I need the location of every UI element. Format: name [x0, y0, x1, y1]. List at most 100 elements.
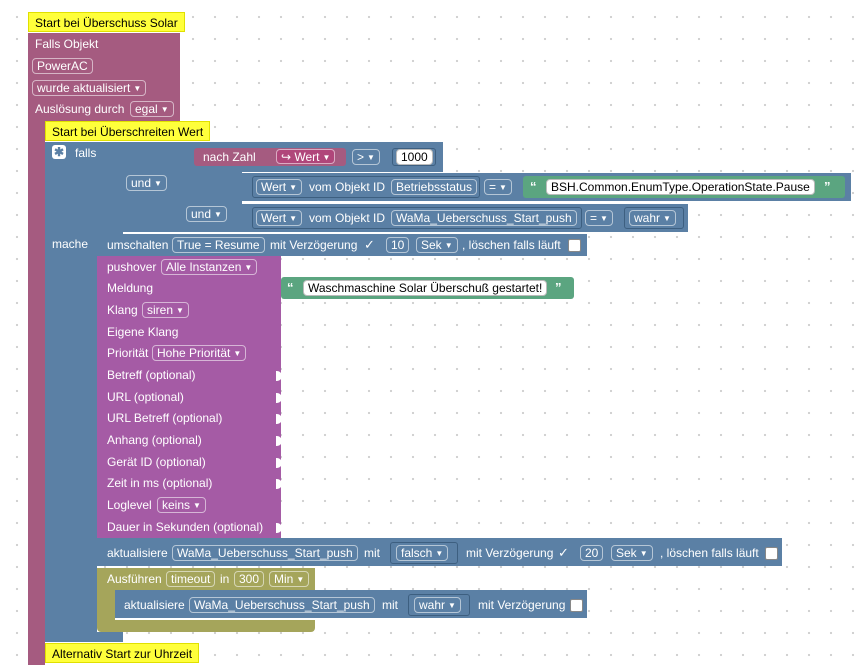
- umschalten-block[interactable]: [97, 234, 587, 256]
- mit-verzoegerung-label-3: mit Verzögerung: [478, 598, 566, 612]
- variable-wert-dropdown[interactable]: ↪ Wert▼: [276, 149, 336, 164]
- object-id-betriebsstatus[interactable]: Betriebsstatus: [391, 179, 478, 195]
- quote-close-icon: ”: [824, 179, 831, 194]
- und-dropdown-2[interactable]: und▼: [186, 206, 227, 222]
- object-id-update-2[interactable]: WaMa_Ueberschuss_Start_push: [189, 597, 375, 613]
- operator-eq-dropdown-3[interactable]: =▼: [585, 210, 613, 226]
- bool-block-wahr-2[interactable]: [408, 594, 470, 616]
- comment-threshold[interactable]: Start bei Überschreiten Wert: [45, 121, 211, 141]
- chevron-down-icon: ▼: [154, 179, 162, 188]
- timeout-block-foot: [97, 620, 315, 632]
- checkbox-delay-1[interactable]: ✓: [364, 237, 375, 252]
- get-value-block-3[interactable]: [252, 207, 582, 229]
- wert-dropdown-3[interactable]: Wert▼: [256, 210, 303, 226]
- checkbox-loeschen-1[interactable]: [568, 239, 581, 253]
- bool-label-wahr-2: wahr: [419, 598, 446, 612]
- operator-eq-dropdown-2[interactable]: =▼: [484, 179, 512, 195]
- bool-block-wahr[interactable]: [624, 207, 684, 229]
- number-input[interactable]: 1000: [396, 149, 433, 165]
- nach-zahl-label: nach Zahl: [203, 150, 256, 164]
- und-block-inner[interactable]: [182, 172, 242, 232]
- chevron-down-icon: ▼: [160, 105, 169, 114]
- time-unit-label: Min: [274, 572, 294, 586]
- vom-objekt-label-2: vom Objekt ID: [309, 180, 386, 194]
- loglevel-dropdown[interactable]: keins▼: [157, 497, 206, 513]
- pushover-block[interactable]: [97, 256, 281, 538]
- mache-label: mache: [52, 237, 89, 251]
- delay-input-2[interactable]: 20: [580, 545, 604, 561]
- trigger-block[interactable]: [28, 33, 180, 121]
- priority-dropdown[interactable]: Hohe Priorität▼: [152, 345, 247, 361]
- bool-dropdown-wahr-2[interactable]: wahr▼: [414, 597, 461, 613]
- field-loglevel: Loglevel: [107, 498, 152, 512]
- pushover-instance-dropdown[interactable]: Alle Instanzen▼: [161, 259, 258, 275]
- comment-alternative-time[interactable]: Alternativ Start zur Uhrzeit: [45, 643, 200, 663]
- mit-verzoegerung-label-2: mit Verzögerung: [466, 546, 554, 560]
- field-dauer: Dauer in Sekunden (optional): [107, 520, 264, 534]
- input-notch: [276, 414, 282, 424]
- checkbox-delay-3[interactable]: [570, 599, 583, 613]
- bool-block-falsch[interactable]: [390, 542, 458, 564]
- time-unit-dropdown[interactable]: Min▼: [269, 571, 310, 587]
- ausloesung-dropdown[interactable]: egal▼: [130, 101, 174, 117]
- unit-label-1: Sek: [421, 238, 442, 252]
- trigger-block-spine: [28, 121, 45, 665]
- chevron-down-icon: ▼: [448, 601, 456, 610]
- wert-label-2: Wert: [261, 180, 287, 194]
- checkbox-delay-2[interactable]: ✓: [558, 545, 569, 560]
- vom-objekt-label-3: vom Objekt ID: [309, 211, 386, 225]
- timeout-block-spine: [97, 590, 115, 622]
- operator-gt-dropdown[interactable]: >▼: [352, 149, 380, 165]
- message-input[interactable]: Waschmaschine Solar Überschuß gestartet!: [303, 280, 548, 296]
- field-meldung: Meldung: [107, 281, 154, 295]
- in-label: in: [220, 572, 230, 586]
- field-zeit-ms: Zeit in ms (optional): [107, 476, 213, 490]
- mit-label-2: mit: [382, 598, 398, 612]
- delay-input-1[interactable]: 10: [386, 237, 410, 253]
- field-url-betreff: URL Betreff (optional): [107, 411, 223, 425]
- bool-dropdown-falsch[interactable]: falsch▼: [396, 545, 449, 561]
- field-anhang: Anhang (optional): [107, 433, 202, 447]
- bool-label-wahr: wahr: [634, 211, 661, 225]
- chevron-down-icon: ▼: [296, 575, 305, 584]
- event-dropdown[interactable]: wurde aktualisiert▼: [32, 80, 147, 96]
- quote-open-icon: “: [287, 280, 294, 295]
- und-dropdown-1[interactable]: und▼: [126, 175, 167, 191]
- object-id-true-resume[interactable]: True = Resume: [172, 237, 265, 253]
- get-value-block-2[interactable]: [252, 176, 480, 198]
- string-input-pause[interactable]: BSH.Common.EnumType.OperationState.Pause: [546, 179, 815, 195]
- time-input[interactable]: 300: [234, 571, 265, 587]
- input-notch: [276, 436, 282, 446]
- input-notch: [276, 523, 282, 533]
- unit-dropdown-1[interactable]: Sek▼: [416, 237, 458, 253]
- gear-icon[interactable]: ✱: [52, 145, 66, 159]
- mit-verzoegerung-label-1: mit Verzögerung: [270, 238, 358, 252]
- checkbox-loeschen-2[interactable]: [765, 547, 778, 561]
- wert-dropdown-2[interactable]: Wert▼: [256, 179, 303, 195]
- object-id-update-1[interactable]: WaMa_Ueberschuss_Start_push: [172, 545, 358, 561]
- ausloesung-label: Auslösung durch: [35, 102, 125, 116]
- field-betreff: Betreff (optional): [107, 368, 196, 382]
- ausfuehren-label: Ausführen: [107, 572, 162, 586]
- chevron-down-icon: ▼: [289, 214, 298, 223]
- bool-dropdown-wahr[interactable]: wahr▼: [629, 210, 676, 226]
- falls-objekt-label: Falls Objekt: [35, 37, 99, 51]
- comment-start-solar[interactable]: Start bei Überschuss Solar: [28, 12, 185, 32]
- loeschen-label-2: , löschen falls läuft: [660, 546, 759, 560]
- klang-dropdown[interactable]: siren▼: [142, 302, 189, 318]
- bool-label-falsch: falsch: [401, 546, 433, 560]
- chevron-down-icon: ▼: [289, 183, 298, 192]
- unit-dropdown-2[interactable]: Sek▼: [611, 545, 653, 561]
- chevron-down-icon: ▼: [600, 214, 608, 223]
- chevron-down-icon: ▼: [133, 84, 142, 93]
- chevron-down-icon: ▼: [499, 183, 507, 192]
- update-block-2[interactable]: [115, 590, 587, 618]
- wert-label-3: Wert: [261, 211, 287, 225]
- field-klang: Klang: [107, 303, 138, 317]
- input-notch: [276, 479, 282, 489]
- object-id-field[interactable]: PowerAC: [32, 58, 93, 74]
- timeout-var-field[interactable]: timeout: [166, 571, 216, 587]
- object-id-wama[interactable]: WaMa_Ueberschuss_Start_push: [391, 210, 577, 226]
- chevron-down-icon: ▼: [435, 549, 444, 558]
- input-notch: [276, 393, 282, 403]
